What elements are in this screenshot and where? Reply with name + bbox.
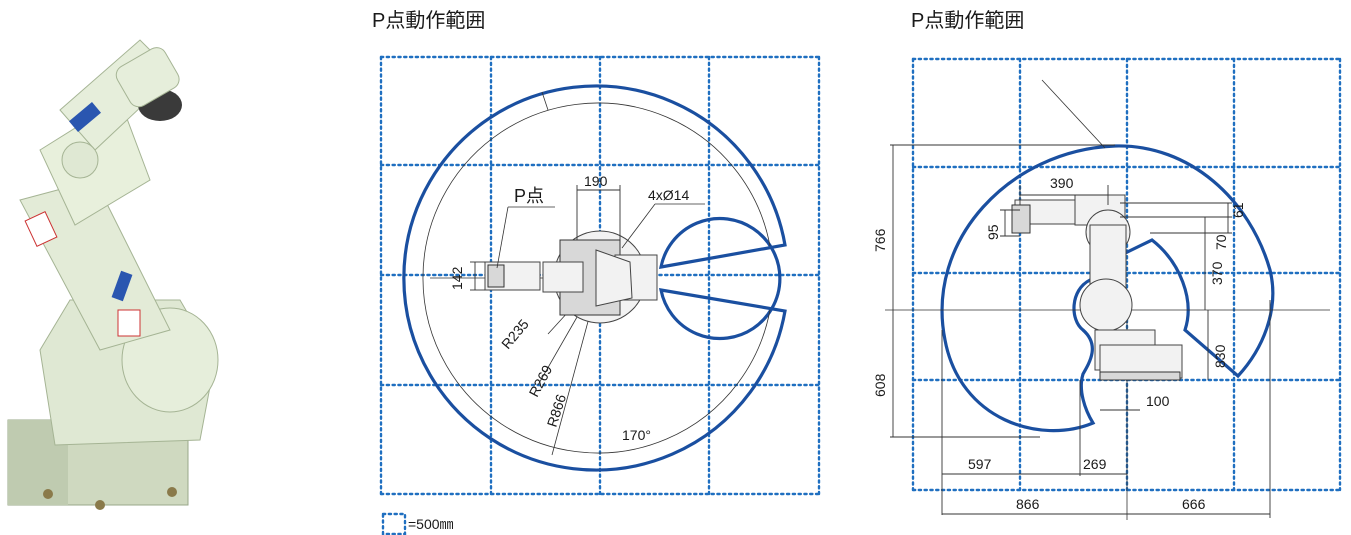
left-grid [379,55,821,496]
left-angle-arc [422,102,771,454]
right-envelope [940,144,1275,433]
p-point-label: P点 [514,186,544,206]
r269-label: R269 [526,362,556,399]
dim-370: 370 [1209,261,1225,285]
dim-70: 70 [1213,234,1229,250]
dim-830: 830 [1212,344,1228,368]
dim-608: 608 [872,373,888,397]
right-view-title: P点動作範囲 [911,9,1024,32]
right-grid [911,57,1342,492]
left-envelope [402,84,787,472]
dim-269: 269 [1083,456,1107,472]
dim-142: 142 [449,266,465,290]
dim-100: 100 [1146,393,1170,409]
robot-photo [7,39,219,510]
dim-61: 61 [1230,202,1246,218]
angle-label: 170° [622,427,651,443]
left-robot-topview [484,230,658,324]
r235-label: R235 [498,316,532,352]
r866-label: R866 [544,392,570,429]
dim-597: 597 [968,456,992,472]
dim-866: 866 [1016,496,1040,512]
holes-label: 4xØ14 [648,187,689,203]
dim-666: 666 [1182,496,1206,512]
legend-swatch [381,512,407,535]
left-view-title: P点動作範囲 [372,9,485,32]
right-robot-sideview [1011,194,1183,381]
dim-766: 766 [872,228,888,252]
dim-190: 190 [584,173,608,189]
dim-390: 390 [1050,175,1074,191]
dim-95: 95 [985,224,1001,240]
legend-text: =500㎜ [408,516,454,532]
